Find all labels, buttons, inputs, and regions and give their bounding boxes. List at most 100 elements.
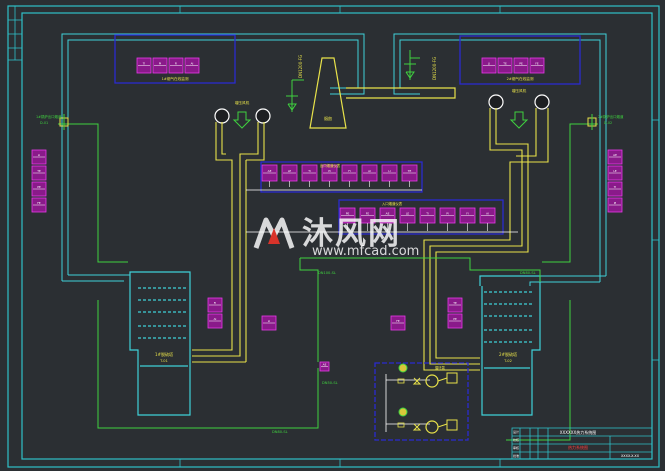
- instrument-symbol: AI: [207, 313, 223, 329]
- instrument-tag: FI: [348, 169, 351, 173]
- left-inlet-tag: D-01: [40, 121, 48, 125]
- fans-right-label: 增压风机: [512, 88, 527, 93]
- instrument-symbol: PE: [447, 313, 463, 329]
- instrument-symbol: TI: [136, 57, 152, 74]
- left-tower: [129, 271, 191, 416]
- watermark-logo-icon: [253, 217, 295, 249]
- instrument-symbol: PI: [152, 57, 168, 74]
- title-block: [511, 427, 653, 460]
- instrument-tag: PI: [446, 212, 449, 216]
- instrument-tag: PE: [453, 317, 457, 321]
- instrument-tag: AE: [268, 169, 272, 173]
- instrument-tag: PE: [37, 185, 41, 189]
- instrument-symbol: AE: [607, 149, 623, 165]
- pipe-label-top-right: DN1200-FG: [432, 57, 437, 80]
- pipe-label-top-left: DN1200-FG: [298, 55, 303, 78]
- title-block-row-label: 校核: [513, 437, 519, 442]
- title-block-row-label: 设计: [513, 429, 519, 434]
- instrument-tag: TE: [502, 62, 507, 66]
- outer-frame: [7, 5, 660, 468]
- instrument-symbol: PI: [607, 197, 623, 213]
- instrument-tag: LE: [406, 212, 410, 216]
- instrument-tag: LE: [613, 169, 617, 173]
- watermark-text: 沐风网: [302, 216, 401, 252]
- top-mid-valve-right: [404, 50, 420, 80]
- instrument-symbol: PE: [513, 57, 529, 74]
- left-tower-label: 1#脱硫塔: [155, 351, 173, 357]
- instrument-symbol: FI: [168, 57, 184, 74]
- instrument-symbol: LE: [281, 164, 298, 187]
- fans-left-label: 增压风机: [235, 100, 250, 105]
- instrument-tag: LE: [288, 169, 292, 173]
- pump-box: 循环泵: [374, 362, 469, 441]
- instrument-symbol: FE: [359, 207, 376, 231]
- left-monitor-label: 1#烟气在线监测: [162, 76, 189, 81]
- mid-bottom-box: 入口烟道仪表: [246, 199, 518, 235]
- title-block-row-label: 审核: [513, 445, 519, 450]
- instrument-symbol: PI: [439, 207, 456, 231]
- instrument-symbol: FI: [207, 297, 223, 313]
- instrument-tag: AI: [191, 62, 194, 66]
- instrument-tag: FE: [366, 212, 370, 216]
- mid-top-box-label: 出口烟道仪表: [320, 163, 341, 168]
- instrument-tag: LI: [38, 153, 41, 157]
- instrument-tag: PE: [519, 62, 523, 66]
- top-mid-valve-left: [286, 79, 304, 112]
- instrument-symbol: FE: [31, 197, 47, 213]
- instrument-symbol: TI: [419, 207, 436, 231]
- yellow-pipe-right: [423, 108, 549, 371]
- instrument-symbol: AI: [361, 164, 378, 187]
- instrument-tag: LI: [268, 319, 271, 323]
- right-monitor-label: 2#烟气在线监测: [507, 76, 534, 81]
- instrument-tag: TI: [425, 212, 429, 216]
- left-monitor-box: 1#烟气在线监测: [114, 34, 236, 84]
- instrument-symbol: LI: [381, 164, 398, 187]
- instrument-tag: TI: [142, 62, 146, 66]
- instrument-tag: PI: [614, 201, 617, 205]
- title-block-drawing-name: 热力系统图: [568, 444, 588, 450]
- instrument-symbol: LI: [261, 315, 277, 331]
- left-tower-tag: T-01: [159, 359, 168, 363]
- instrument-symbol: FE: [390, 315, 406, 331]
- instrument-tag: AE: [613, 153, 617, 157]
- title-block-project: XXXXXX热力系统图: [560, 429, 596, 435]
- instrument-symbol: LE: [607, 165, 623, 181]
- instrument-tag: AE: [386, 212, 390, 216]
- instrument-tag: AI: [368, 169, 371, 173]
- left-inlet-label: 1#锅炉出口烟道: [36, 114, 62, 119]
- instrument-symbol: AI: [479, 207, 496, 231]
- binding-strip: [8, 6, 22, 61]
- instrument-tag: TE: [36, 169, 41, 173]
- green-pipe-right-inlet: [506, 123, 598, 441]
- instrument-tag: FI: [466, 212, 469, 216]
- instrument-symbol: AI: [184, 57, 200, 74]
- instrument-symbol: FI: [341, 164, 358, 187]
- pipe-label-bottom-right: DN80-SL: [520, 271, 536, 275]
- yellow-pipe-left: [192, 122, 265, 363]
- mid-bottom-box-label: 入口烟道仪表: [382, 201, 403, 206]
- instrument-symbol: AE: [379, 207, 396, 231]
- left-inlet: 1#锅炉出口烟道 D-01: [36, 114, 69, 130]
- instrument-tag: TE: [452, 301, 457, 305]
- instrument-symbol: PE: [339, 207, 356, 231]
- instrument-symbol: TE: [447, 297, 463, 313]
- watermark-url: www.mfcad.com: [312, 244, 420, 259]
- instrument-tag: FE: [535, 62, 539, 66]
- instrument-symbol: FE: [529, 57, 545, 74]
- right-tower-tag: T-02: [503, 359, 512, 363]
- instrument-tag: FE: [37, 201, 41, 205]
- pipe-label-center-green: DN100-SL: [318, 271, 336, 275]
- right-monitor-box: 2#烟气在线监测: [459, 35, 581, 85]
- chimney-label: 烟囱: [324, 115, 332, 121]
- instrument-tag: FE: [396, 319, 400, 323]
- title-block-number: XXXX-X-XX: [621, 454, 640, 458]
- instrument-tag: PE: [346, 212, 350, 216]
- instrument-symbol: TE: [31, 165, 47, 181]
- mid-top-box: 出口烟道仪表: [246, 161, 423, 193]
- instrument-tag: TI: [613, 185, 617, 189]
- inner-frame: [21, 12, 653, 460]
- instrument-symbol: TI: [301, 164, 318, 187]
